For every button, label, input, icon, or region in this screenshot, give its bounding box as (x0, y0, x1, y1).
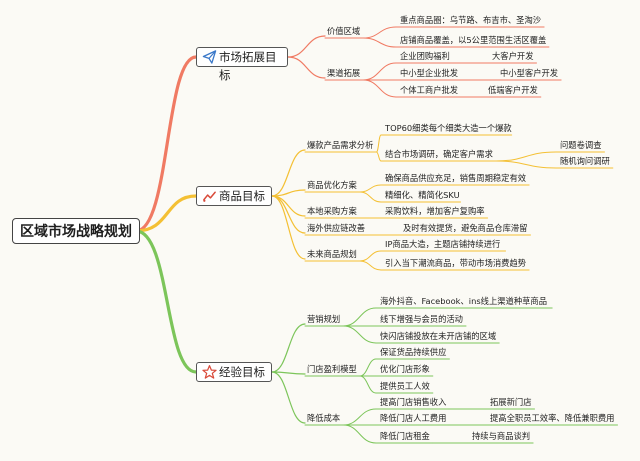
sub-connector (359, 260, 382, 271)
detail-topic[interactable]: IP商品大造，主题店铺持续进行 (385, 239, 501, 249)
subtopic[interactable]: 未来商品规划 (307, 249, 357, 259)
chart-line-icon (203, 191, 216, 202)
sub-connector (359, 358, 377, 377)
detail-topic[interactable]: 提高门店销售收入 (380, 397, 447, 407)
detail-topic[interactable]: 引入当下潮流商品，带动市场消费趋势 (385, 258, 527, 268)
main-connector (134, 194, 198, 233)
detail-topic[interactable]: TOP60细类每个细类大造一个爆款 (385, 123, 512, 133)
sub-connector (362, 62, 397, 81)
sub-connector (342, 307, 377, 327)
branch-title: 经验目标 (219, 365, 265, 379)
root-topic[interactable]: 区域市场战略规划 (12, 218, 140, 244)
leaf-topic[interactable]: 中小型客户开发 (500, 68, 559, 78)
sub-connector (287, 35, 326, 58)
detail-topic[interactable]: 降低门店人工费用 (380, 413, 447, 423)
leaf-topic[interactable]: 问题卷调查 (560, 140, 602, 150)
subtopic[interactable]: 营销规划 (307, 314, 341, 324)
subtopic[interactable]: 降低成本 (307, 413, 341, 423)
detail-topic[interactable]: 保证货品持续供应 (380, 347, 447, 357)
sub-connector (495, 151, 557, 162)
subtopic[interactable]: 价值区域 (327, 26, 361, 36)
leaf-topic[interactable]: 持续与商品谈判 (472, 431, 531, 441)
sub-connector (271, 323, 306, 373)
sub-connector (342, 408, 377, 426)
sub-connector (362, 37, 397, 48)
main-connector (134, 229, 198, 374)
sub-connector (375, 151, 382, 162)
subtopic[interactable]: 商品优化方案 (307, 180, 357, 190)
sub-connector (342, 424, 377, 444)
main-connector (134, 55, 198, 233)
detail-topic[interactable]: 店铺商品覆盖，以5公里范围生活区覆盖 (400, 35, 547, 45)
leaf-topic[interactable]: 大客户开发 (492, 51, 534, 61)
detail-topic[interactable]: 提供员工人效 (380, 381, 430, 391)
detail-topic[interactable]: 重点商品圈：乌节路、布吉市、圣淘沙 (400, 15, 542, 25)
leaf-topic[interactable]: 随机询问调研 (560, 156, 610, 166)
sub-connector (342, 325, 377, 344)
branch-title: 商品目标 (219, 189, 265, 203)
branch-title: 市场拓展目标 (219, 50, 277, 82)
detail-topic[interactable]: 优化门店形象 (380, 364, 430, 374)
branch-market-expansion[interactable]: 市场拓展目标 (196, 47, 288, 82)
star-icon (202, 365, 217, 379)
detail-topic[interactable]: 采购饮料，增加客户复购率 (385, 206, 485, 216)
subtopic[interactable]: 门店盈利模型 (307, 364, 357, 374)
detail-topic[interactable]: 及时有效提货，避免商品仓库滞留 (403, 223, 528, 233)
branch-product-goals[interactable]: 商品目标 (196, 186, 272, 206)
detail-topic[interactable]: 海外抖音、Facebook、ins线上渠道种草商品 (380, 296, 548, 306)
detail-topic[interactable]: 线下增强与会员的活动 (380, 314, 463, 324)
subtopic[interactable]: 海外供应链改善 (307, 223, 366, 233)
branch-experience-goals[interactable]: 经验目标 (196, 362, 272, 382)
detail-topic[interactable]: 结合市场调研，确定客户需求 (385, 149, 493, 159)
sub-connector (287, 56, 326, 79)
sub-connector (271, 371, 306, 424)
sub-connector (359, 375, 377, 394)
sub-connector (271, 371, 306, 375)
subtopic[interactable]: 爆款产品需求分析 (307, 140, 374, 150)
paper-plane-icon (202, 50, 217, 64)
sub-connector (362, 79, 397, 98)
detail-topic[interactable]: 企业团购福利 (400, 51, 450, 61)
sub-connector (271, 195, 306, 260)
detail-topic[interactable]: 降低门店租金 (380, 431, 430, 441)
detail-topic[interactable]: 快闪店铺投放在未开店铺的区域 (380, 331, 497, 341)
sub-connector (362, 26, 397, 39)
detail-topic[interactable]: 个体工商户批发 (400, 85, 459, 95)
leaf-topic[interactable]: 低端客户开发 (488, 85, 538, 95)
sub-connector (375, 134, 382, 153)
subtopic[interactable]: 本地采购方案 (307, 206, 357, 216)
detail-topic[interactable]: 精细化、精简化SKU (385, 190, 460, 200)
sub-connector (359, 191, 382, 203)
sub-connector (359, 250, 382, 262)
subtopic[interactable]: 渠道拓展 (327, 68, 361, 78)
detail-topic[interactable]: 中小型企业批发 (400, 68, 459, 78)
sub-connector (495, 160, 557, 169)
leaf-topic[interactable]: 提高全职员工效率、降低兼职费用 (490, 413, 615, 423)
leaf-topic[interactable]: 拓展新门店 (490, 397, 532, 407)
sub-connector (359, 184, 382, 193)
sub-connector (271, 149, 306, 197)
detail-topic[interactable]: 确保商品供应充足，销售周期稳定有效 (385, 173, 527, 183)
